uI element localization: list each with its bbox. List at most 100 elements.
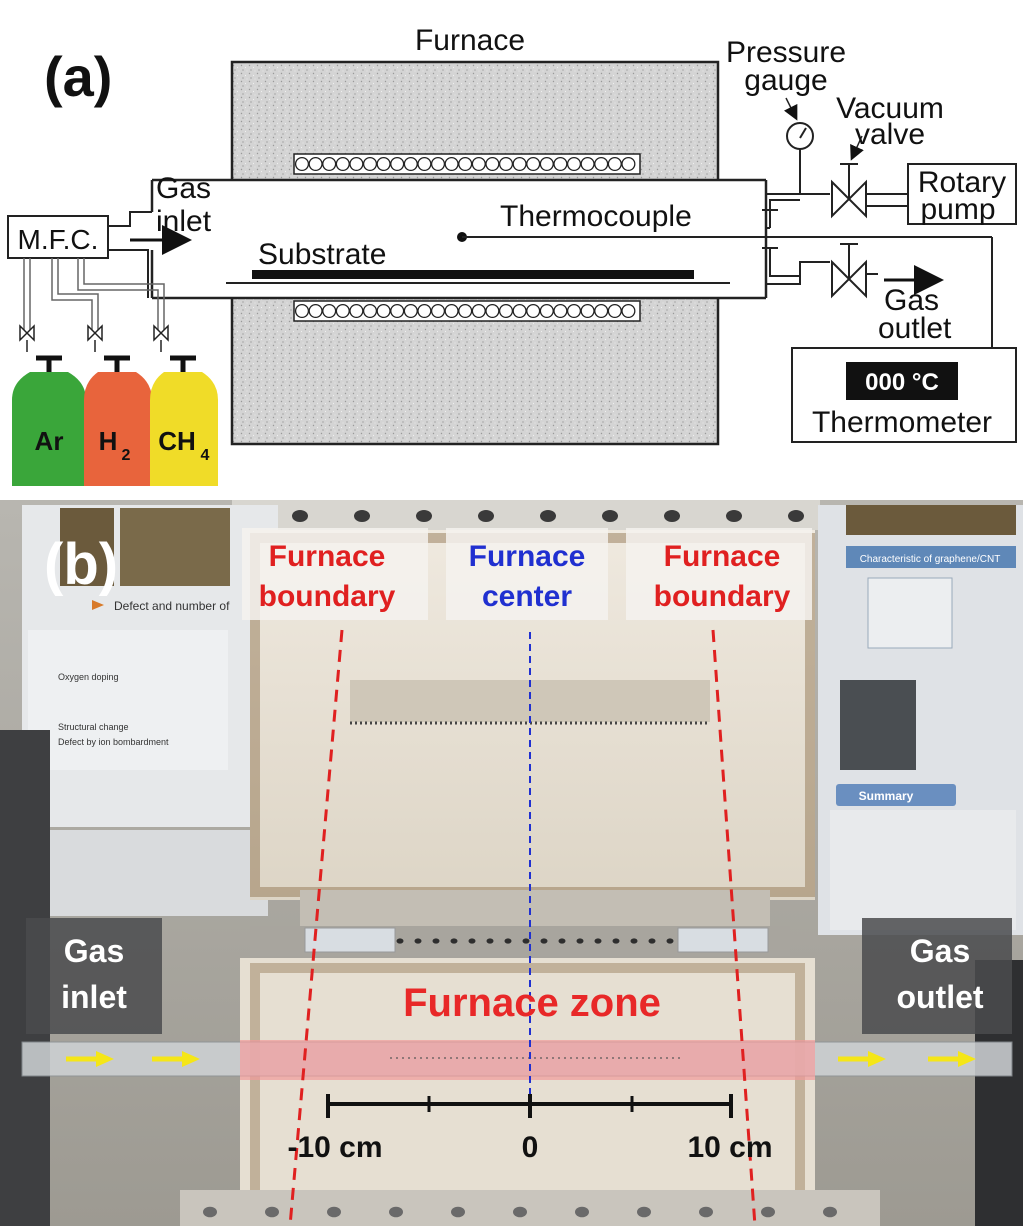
pegboard-bottom-holes	[203, 1206, 837, 1218]
pressure-gauge-label-1: Pressure	[726, 36, 846, 69]
peg-hole	[389, 1206, 403, 1218]
cylinder-ch4-subscript: 4	[201, 447, 210, 464]
furnace-label: Furnace	[415, 24, 525, 57]
coil-loop	[458, 156, 473, 172]
gauge-pointer	[783, 97, 798, 121]
boundary-right-label-1: Furnace	[664, 540, 781, 573]
mfc-line-bottom	[108, 249, 149, 298]
peg-hole	[575, 1206, 589, 1218]
coil-loop	[376, 303, 391, 319]
coil-loop	[430, 303, 446, 319]
valve-h2	[87, 324, 103, 352]
peg-hole	[664, 510, 680, 522]
gas-lines	[23, 258, 165, 330]
peg-hole	[513, 1206, 527, 1218]
valve-ar	[19, 324, 35, 352]
peg-hole	[416, 510, 432, 522]
furnace-zone-highlight	[240, 1040, 815, 1080]
peg-hole	[327, 1206, 341, 1218]
poster-right-summary: Summary	[859, 789, 914, 803]
poster-left-text-3: Structural change	[58, 722, 129, 732]
peg-hole	[354, 510, 370, 522]
gas-outlet-box	[862, 918, 1012, 1034]
poster-right: Characteristic of graphene/CNT Summary	[818, 505, 1023, 935]
pegboard-top	[232, 500, 820, 530]
peg-hole	[396, 938, 404, 944]
vacuum-valve-label-2: valve	[855, 118, 925, 151]
coil-loop	[376, 156, 391, 172]
coil-loop	[417, 156, 432, 172]
peg-hole	[823, 1206, 837, 1218]
gas-inlet-label-1: Gas	[156, 172, 211, 205]
peg-hole	[432, 938, 440, 944]
scale-label-center: 0	[522, 1131, 539, 1164]
coil-loop	[430, 156, 446, 172]
thermometer-display	[846, 362, 958, 400]
cylinder-h2: H 2	[84, 355, 152, 486]
center-label-2: center	[482, 580, 572, 613]
peg-hole	[414, 938, 422, 944]
panel-b: Defect and number of Oxygen doping Struc…	[0, 500, 1023, 1226]
coil-loop	[335, 303, 350, 319]
flow-arrows	[66, 1051, 976, 1067]
coil-loop	[294, 303, 310, 319]
cylinder-h2-label: H	[99, 426, 118, 456]
coil-loop	[444, 156, 459, 172]
cylinder-ch4-label: CH	[158, 426, 196, 456]
photo-gas-outlet-label-2: outlet	[896, 979, 983, 1015]
coil-loop	[526, 156, 541, 172]
peg-hole	[558, 938, 566, 944]
gas-inlet-box	[26, 918, 162, 1034]
peg-hole	[450, 938, 458, 944]
peg-hole	[788, 510, 804, 522]
coil-loop	[390, 156, 405, 172]
coil-loop	[294, 156, 310, 172]
cylinder-valves	[19, 324, 169, 352]
poster-right-title: Characteristic of graphene/CNT	[860, 554, 1001, 565]
poster-left-text-4: Defect by ion bombardment	[58, 737, 169, 747]
peg-hole	[504, 938, 512, 944]
poster-left: Defect and number of Oxygen doping Struc…	[22, 505, 278, 916]
peg-hole	[576, 938, 584, 944]
mfc-label: M.F.C.	[18, 224, 99, 255]
photo-gas-inlet-label-2: inlet	[61, 979, 127, 1015]
photo-gas-inlet-label-1: Gas	[64, 933, 124, 969]
peg-hole	[265, 1206, 279, 1218]
peg-hole	[203, 1206, 217, 1218]
furnace-base	[240, 958, 815, 1226]
boundary-left-label-1: Furnace	[269, 540, 386, 573]
peg-hole	[602, 510, 618, 522]
coil-loop	[553, 303, 568, 319]
coil-loop	[485, 156, 500, 172]
poster-left-text-2: Oxygen doping	[58, 672, 119, 682]
cylinder-ar-label: Ar	[35, 426, 64, 456]
scale-label-left: -10 cm	[287, 1131, 382, 1164]
coil-loop	[322, 156, 337, 172]
coil-loop	[458, 303, 473, 319]
coil-loop	[539, 156, 554, 172]
cylinder-ar: Ar	[12, 355, 86, 486]
peg-hole	[594, 938, 602, 944]
furnace-zone-label: Furnace zone	[403, 981, 661, 1025]
coil-loop	[362, 303, 378, 319]
boundary-left-box	[242, 528, 428, 620]
flow-arrow-in-2	[152, 1051, 200, 1067]
flow-arrow-out-2	[928, 1051, 976, 1067]
peg-hole	[637, 1206, 651, 1218]
panel-b-label: (b)	[44, 532, 118, 597]
peg-hole	[468, 938, 476, 944]
peg-hole	[540, 938, 548, 944]
peg-hole	[761, 1206, 775, 1218]
gas-outlet-label-2: outlet	[878, 312, 952, 345]
boundary-left-label-2: boundary	[259, 580, 396, 613]
coil-loop	[471, 156, 486, 172]
gas-outlet-label-1: Gas	[884, 284, 939, 317]
peg-hole	[478, 510, 494, 522]
base-front	[180, 1190, 880, 1226]
valve-ch4	[153, 324, 169, 352]
thermocouple-label: Thermocouple	[500, 200, 692, 233]
coil-loop	[403, 303, 418, 319]
cylinder-h2-subscript: 2	[122, 447, 131, 464]
peg-hole	[699, 1206, 713, 1218]
